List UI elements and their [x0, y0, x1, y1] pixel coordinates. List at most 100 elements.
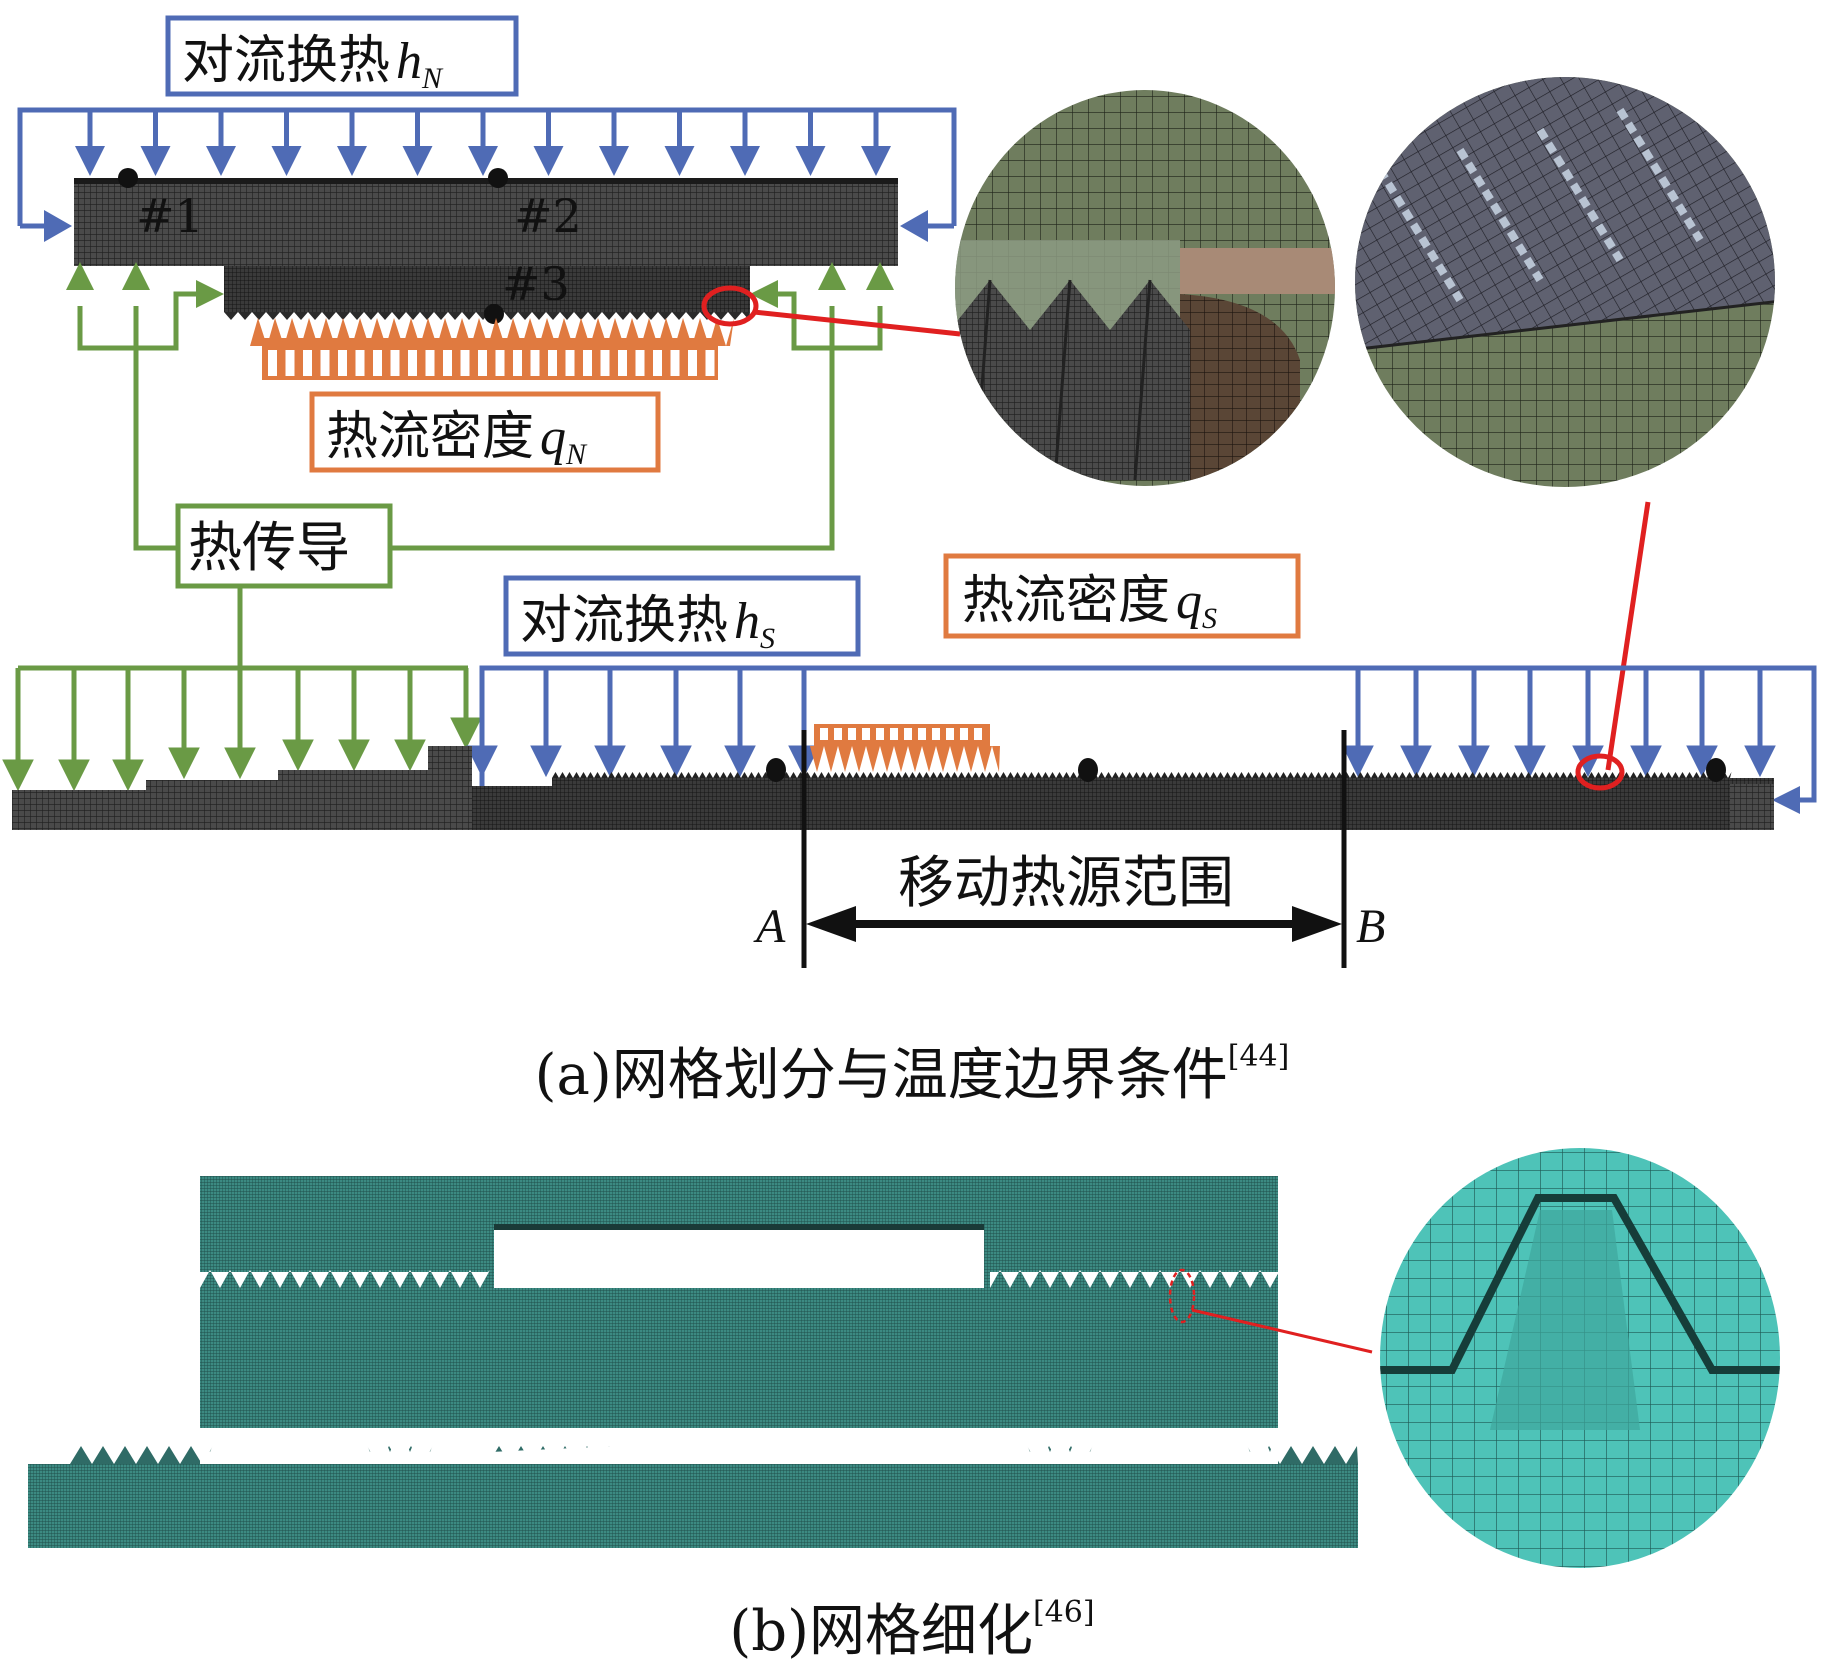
conduction-arrow	[112, 668, 144, 792]
flux-slot	[390, 350, 400, 376]
flux-slot	[820, 728, 828, 740]
measure-point-3: #3	[484, 257, 570, 324]
convection-arrow	[861, 110, 891, 176]
screw-mesh	[12, 746, 1774, 830]
flux-slot	[460, 350, 470, 376]
conduction-arrow	[450, 668, 482, 750]
flux-slot	[530, 350, 540, 376]
convection-arrow	[402, 110, 433, 176]
flux-slot	[600, 350, 610, 376]
flux-slot	[932, 728, 940, 740]
convection-arrow	[730, 110, 760, 176]
nut-mesh	[74, 178, 898, 320]
label-conduction: 热传导	[175, 503, 393, 589]
svg-text:#3: #3	[502, 257, 570, 311]
convection-arrow	[664, 110, 695, 176]
thread-gap	[990, 1270, 1280, 1288]
conduction-arrows-nut	[66, 262, 894, 551]
conduction-arrow	[282, 668, 314, 772]
point-b-label: B	[1356, 900, 1385, 953]
zoom-detail-screw-thread	[1355, 77, 1775, 487]
flux-slot	[670, 350, 680, 376]
convection-arrow	[337, 110, 367, 176]
flux-slot	[904, 728, 912, 740]
flux-slot	[918, 728, 926, 740]
flux-slot	[425, 350, 435, 376]
caption-a: (a)网格划分与温度边界条件[44]	[534, 1039, 1290, 1108]
convection-arrow	[466, 668, 498, 778]
thread-gap	[200, 1270, 490, 1288]
convection-arrow	[1458, 668, 1490, 778]
convection-arrow	[594, 668, 626, 778]
svg-text:移动热源范围: 移动热源范围	[898, 851, 1234, 916]
screw-measure-points	[766, 758, 1726, 782]
heat-flux-arrows-screw	[808, 724, 1000, 772]
thread-gap	[200, 1428, 1278, 1464]
flux-slot	[946, 728, 954, 740]
zoom-detail-nut-thread	[955, 90, 1335, 486]
flux-slot	[862, 728, 870, 740]
flux-slot	[653, 350, 662, 376]
convection-arrow	[1630, 668, 1662, 778]
flux-slot	[285, 350, 295, 376]
flux-slot	[355, 350, 365, 376]
flux-slot	[513, 350, 522, 376]
convection-arrow	[468, 110, 498, 176]
convection-arrows-screw	[466, 665, 1817, 814]
moving-heat-source-range: 移动热源范围 A B	[753, 730, 1385, 968]
flux-slot	[303, 350, 312, 376]
svg-text:热传导: 热传导	[188, 516, 350, 579]
flux-slot	[373, 350, 382, 376]
convection-arrow	[533, 110, 564, 176]
convection-arrow	[599, 110, 629, 176]
flux-slot	[495, 350, 505, 376]
flux-slot	[960, 728, 968, 740]
conduction-arrow	[394, 668, 426, 772]
flux-slot	[705, 350, 715, 376]
flux-slot	[565, 350, 575, 376]
flux-slot	[876, 728, 884, 740]
flux-slot	[618, 350, 627, 376]
conduction-arrows-screw	[2, 586, 482, 792]
flux-slot	[548, 350, 557, 376]
heat-flux-arrows-nut	[246, 318, 734, 380]
flux-slot	[338, 350, 347, 376]
svg-text:#2: #2	[514, 189, 582, 243]
convection-arrow	[1400, 668, 1432, 778]
convection-arrow	[1514, 668, 1546, 778]
measure-point-1: #1	[118, 168, 204, 243]
convection-arrow	[75, 110, 105, 176]
convection-arrow	[660, 668, 692, 778]
convection-arrow	[1744, 668, 1776, 778]
point-a-label: A	[753, 900, 786, 953]
convection-arrow	[140, 110, 171, 176]
convection-arrow	[795, 110, 826, 176]
flux-slot	[635, 350, 645, 376]
flux-slot	[890, 728, 898, 740]
convection-arrows-nut	[17, 107, 957, 242]
flux-slot	[688, 350, 697, 376]
conduction-arrow	[168, 668, 200, 780]
flux-slot	[478, 350, 487, 376]
flux-slot	[268, 350, 277, 376]
flux-slot	[408, 350, 417, 376]
conduction-arrow	[338, 668, 370, 772]
svg-text:#1: #1	[136, 189, 204, 243]
flux-slot	[834, 728, 842, 740]
conduction-arrow	[224, 668, 256, 780]
zoom-detail-refined-tooth	[1380, 1148, 1780, 1568]
measure-point-2: #2	[488, 168, 582, 243]
flux-slot	[583, 350, 592, 376]
highlight-callout-nut	[701, 285, 961, 337]
caption-b: (b)网格细化[46]	[729, 1595, 1095, 1664]
highlight-callout-refined	[1168, 1268, 1373, 1354]
flux-slot	[974, 728, 982, 740]
highlight-pointer-screw	[1605, 501, 1651, 771]
